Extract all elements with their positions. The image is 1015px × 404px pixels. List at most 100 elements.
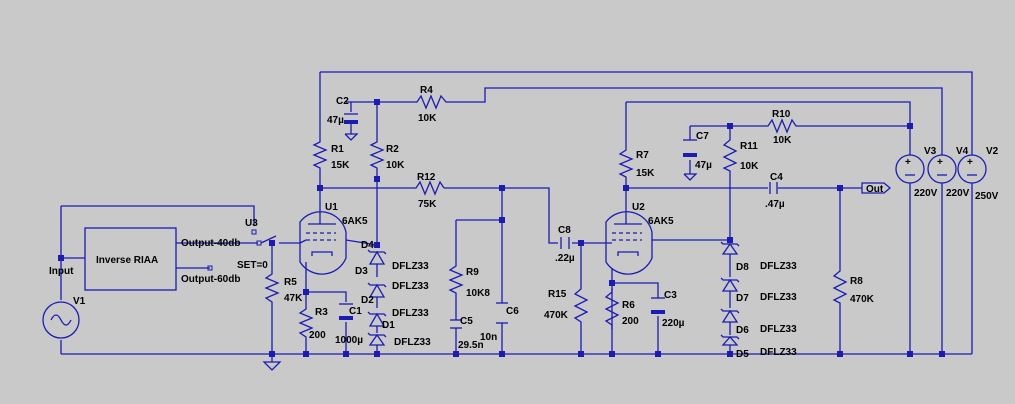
resistor-r4: [413, 94, 450, 110]
label-r3: R3: [315, 307, 328, 318]
resistor-r12: [412, 180, 445, 196]
label-r9: R9: [466, 267, 479, 278]
resistor-r1: [312, 138, 328, 172]
label-out: Out: [866, 184, 884, 195]
label-r8: R8: [850, 276, 863, 287]
resistor-r10: [764, 118, 798, 134]
label-r8-value: 470K: [850, 294, 875, 305]
label-d6: D6: [736, 325, 749, 336]
label-output-40db: Output-40db: [181, 238, 240, 249]
label-c2: C2: [336, 96, 349, 107]
label-r7-value: 15K: [636, 168, 655, 179]
capacitor-c7: [683, 139, 698, 181]
label-d2: D2: [361, 295, 374, 306]
label-r1-value: 15K: [331, 160, 350, 171]
resistor-r5: [264, 270, 280, 308]
label-u2: U2: [632, 202, 645, 213]
label-d2-value: DFLZ33: [392, 308, 429, 319]
diode-d8: [720, 241, 740, 255]
svg-text:+: +: [905, 157, 911, 168]
resistor-r15: [573, 283, 589, 325]
diode-d7: [720, 277, 740, 292]
label-r12: R12: [417, 172, 436, 183]
label-v2: V2: [986, 146, 999, 157]
label-r6: R6: [622, 300, 635, 311]
capacitor-c4: [769, 182, 778, 194]
label-c7-value: 47µ: [695, 160, 712, 171]
label-d8: D8: [736, 262, 749, 273]
ground-symbol: [262, 361, 282, 371]
resistor-r3: [298, 305, 314, 341]
capacitors: [339, 113, 778, 329]
switch-u3: [207, 229, 277, 271]
label-d1-value: DFLZ33: [394, 337, 431, 348]
capacitor-c2: [344, 113, 359, 141]
label-v4: V4: [956, 146, 969, 157]
label-c3-value: 220µ: [662, 318, 685, 329]
label-inverse-riaa: Inverse RIAA: [96, 255, 158, 266]
label-u1-value: 6AK5: [342, 216, 368, 227]
diode-d3: [367, 282, 387, 298]
label-r2-value: 10K: [386, 160, 405, 171]
label-d4: D4: [361, 240, 374, 251]
label-c1-value: 1000µ: [335, 335, 363, 346]
resistors: [264, 94, 848, 341]
label-r3-value: 200: [309, 330, 326, 341]
diode-d6: [720, 308, 740, 323]
label-d3: D3: [355, 266, 368, 277]
label-d5: D5: [736, 349, 749, 360]
label-c1: C1: [349, 306, 362, 317]
label-r5: R5: [284, 277, 297, 288]
label-u2-value: 6AK5: [648, 216, 674, 227]
label-r10: R10: [772, 109, 791, 120]
label-r15-value: 470K: [544, 310, 569, 321]
resistor-r8: [832, 266, 848, 306]
label-c6-value: 10n: [480, 332, 497, 343]
label-c3: C3: [664, 290, 677, 301]
label-r4-value: 10K: [418, 113, 437, 124]
label-v3-value: 220V: [914, 188, 938, 199]
label-d7-value: DFLZ33: [760, 292, 797, 303]
resistor-r7: [618, 146, 634, 180]
diode-d2: [367, 311, 387, 327]
component-labels: C2 47µ R4 10K R1 15K R2 10K R12 75K U1 6…: [49, 85, 999, 360]
label-r11-value: 10K: [740, 161, 759, 172]
label-d4-value: DFLZ33: [392, 261, 429, 272]
inverse-riaa-block: [84, 227, 177, 291]
label-r4: R4: [420, 85, 433, 96]
resistor-r9: [448, 262, 464, 296]
svg-text:+: +: [937, 157, 943, 168]
zener-diodes: [367, 241, 740, 346]
label-d5-value: DFLZ33: [760, 347, 797, 358]
label-v4-value: 220V: [946, 188, 970, 199]
out-port: [861, 182, 892, 194]
label-c8-value: .22µ: [555, 253, 575, 264]
label-d6-value: DFLZ33: [760, 324, 797, 335]
label-d7: D7: [736, 293, 749, 304]
label-u1: U1: [325, 202, 338, 213]
capacitor-c5: [450, 319, 462, 329]
label-r10-value: 10K: [773, 135, 792, 146]
label-v2-value: 250V: [975, 191, 999, 202]
label-r11: R11: [740, 141, 758, 152]
capacitor-c8: [560, 237, 570, 249]
label-c2-value: 47µ: [327, 115, 344, 126]
resistor-r11: [722, 136, 738, 174]
label-output-60db: Output-60db: [181, 274, 240, 285]
label-c4-value: .47µ: [765, 199, 785, 210]
label-c7: C7: [696, 131, 709, 142]
resistor-r2: [369, 138, 385, 178]
label-u3: U3: [245, 218, 258, 229]
label-d3-value: DFLZ33: [392, 281, 429, 292]
capacitor-c6: [496, 302, 508, 324]
diode-d5: [720, 334, 740, 346]
label-d1: D1: [382, 320, 395, 331]
source-v4: +: [927, 154, 957, 184]
label-c5-value: 29.5n: [458, 340, 484, 351]
label-r7: R7: [636, 150, 649, 161]
label-r9-value: 10K8: [466, 288, 490, 299]
capacitor-c3: [651, 297, 665, 314]
label-r15: R15: [548, 289, 567, 300]
label-v1: V1: [73, 296, 86, 307]
